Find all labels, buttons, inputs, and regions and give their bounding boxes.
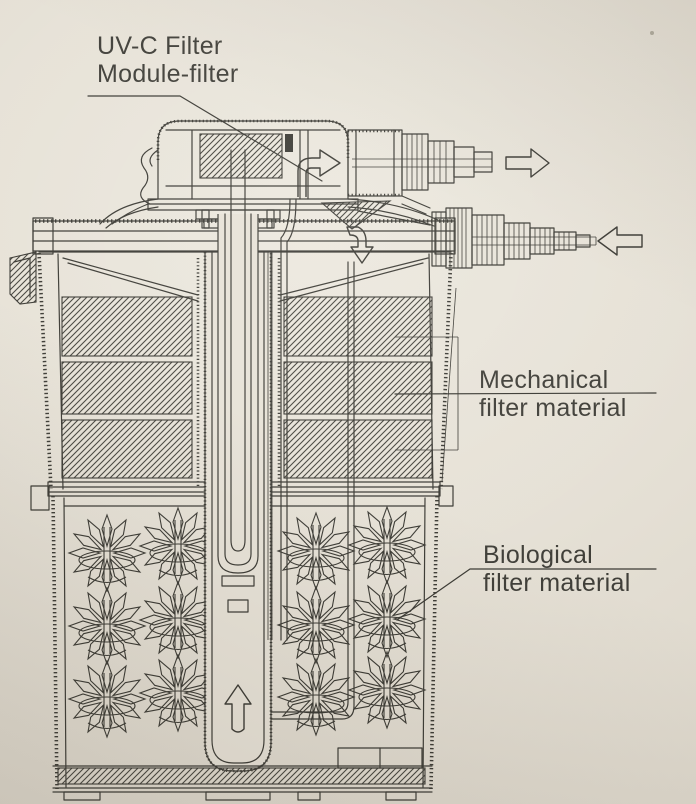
outlet-assembly	[297, 129, 550, 197]
label-uvc-line2: Module-filter	[97, 60, 239, 88]
bio-ball-icon	[278, 513, 354, 589]
outflow-arrow-icon	[505, 148, 550, 178]
uvc-label-leader	[87, 95, 323, 182]
bio-ball-icon	[69, 661, 145, 737]
uv-ballast-block	[199, 133, 283, 179]
mechanical-label-bracket	[394, 336, 657, 451]
inlet-down-arrow-icon	[346, 226, 374, 264]
label-biological-line1: Biological	[483, 541, 594, 569]
bypass-pipe	[267, 198, 297, 641]
paper-speck	[650, 31, 654, 35]
foot	[205, 791, 271, 801]
uv-module-head	[111, 119, 359, 229]
uv-outflow-arrow-icon	[297, 149, 341, 197]
label-biological-line2: filter material	[483, 569, 631, 597]
cable-clip	[140, 147, 153, 205]
quartz-tube	[217, 149, 259, 613]
bio-ball-icon	[69, 588, 145, 664]
riser-flow-arrow-icon	[224, 684, 252, 733]
bio-ball-icon	[349, 581, 425, 657]
bio-ball-icon	[278, 659, 354, 735]
inflow-arrow-icon	[597, 226, 643, 256]
biological-label-leader	[396, 568, 657, 621]
label-mechanical-filter: Mechanical filter material	[479, 366, 627, 422]
bio-ball-icon	[278, 587, 354, 663]
foot	[63, 791, 101, 801]
mechanical-foam-left	[61, 296, 193, 479]
inlet-assembly	[346, 195, 643, 269]
label-uvc-line1: UV-C Filter	[97, 32, 223, 60]
foot	[385, 791, 417, 801]
outlet-hose-adapter	[427, 140, 455, 184]
label-uvc-filter-module: UV-C Filter Module-filter	[97, 32, 238, 88]
bio-ball-icon	[349, 652, 425, 728]
label-mechanical-line1: Mechanical	[479, 366, 609, 394]
foot	[297, 791, 321, 801]
label-mechanical-line2: filter material	[479, 394, 627, 422]
lid-latch-clip	[9, 251, 37, 305]
mechanical-foam-right	[283, 296, 433, 479]
tank-base	[52, 747, 433, 801]
inlet-downpipe	[270, 261, 355, 720]
bio-ball-icon	[69, 515, 145, 591]
bio-ball-icon	[349, 507, 425, 583]
label-biological-filter: Biological filter material	[483, 541, 631, 597]
